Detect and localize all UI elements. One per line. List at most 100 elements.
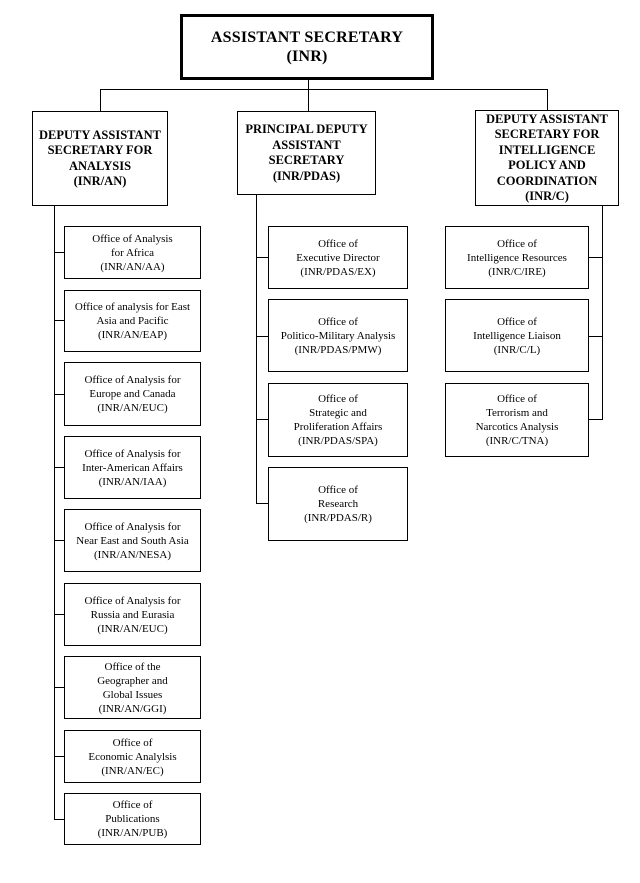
box-title-line: (INR/AN): [73, 174, 127, 188]
office-box: Office of Publications (INR/AN/PUB): [64, 793, 201, 845]
office-line: Office of: [497, 393, 537, 405]
connector-an-tick: [54, 540, 65, 541]
office-line: Strategic and: [309, 407, 367, 419]
box-title-line: SECRETARY: [268, 153, 345, 167]
office-line: (INR/AN/EAP): [97, 329, 168, 341]
office-line: (INR/AN/NESA): [94, 548, 171, 561]
box-title-line: PRINCIPAL DEPUTY: [245, 122, 368, 136]
office-line: Office of: [497, 315, 537, 328]
connector-pdas-tick: [256, 503, 269, 504]
office-box: Office of analysis for East Asia and Pac…: [64, 290, 201, 352]
office-box: Office of Research (INR/PDAS/R): [268, 467, 408, 541]
office-line: (INR/C/L): [493, 343, 541, 356]
connector-an-tick: [54, 687, 65, 688]
office-line: (INR/PDAS/PMW): [294, 343, 382, 356]
office-line: (INR/C/TNA): [485, 435, 549, 447]
office-line: Proliferation Affairs: [293, 421, 383, 433]
office-line: Office of Analysis: [92, 232, 173, 245]
box-title-line: SECRETARY FOR: [47, 143, 153, 157]
box-title-line: SECRETARY FOR: [494, 127, 600, 141]
office-line: Narcotics Analysis: [475, 421, 559, 433]
office-line: Research: [317, 498, 359, 510]
office-line: Executive Director: [296, 251, 380, 264]
office-box: Office of Strategic and Proliferation Af…: [268, 383, 408, 457]
connector-top-bar: [100, 89, 547, 90]
office-line: (INR/PDAS/R): [304, 512, 372, 524]
connector-top-stem: [308, 79, 309, 89]
office-box: Office of Analysis for Europe and Canada…: [64, 362, 201, 426]
office-line: (INR/AN/PUB): [97, 827, 168, 839]
office-line: (INR/AN/IAA): [98, 475, 167, 488]
office-line: Economic Analylsis: [88, 750, 177, 763]
connector-pdas-drop: [308, 89, 309, 111]
office-line: Near East and South Asia: [76, 534, 189, 547]
box-title-line: DEPUTY ASSISTANT: [39, 127, 161, 142]
office-box: Office of Intelligence Resources (INR/C/…: [445, 226, 589, 289]
office-line: (INR/AN/EUC): [97, 622, 168, 635]
office-line: (INR/AN/AA): [100, 260, 165, 273]
office-box: Office of Terrorism and Narcotics Analys…: [445, 383, 589, 457]
deputy-intelligence-policy-box: DEPUTY ASSISTANT SECRETARY FOR INTELLIGE…: [475, 110, 619, 206]
connector-c-tick: [588, 336, 603, 337]
office-line: Office of: [112, 736, 153, 749]
connector-c-drop: [547, 89, 548, 111]
office-line: Europe and Canada: [89, 388, 176, 400]
deputy-analysis-box: DEPUTY ASSISTANT SECRETARY FOR ANALYSIS …: [32, 111, 168, 206]
office-line: Geographer and: [97, 674, 168, 687]
connector-pdas-spine: [256, 194, 257, 503]
box-title-line: ASSISTANT SECRETARY: [210, 29, 404, 46]
connector-c-spine: [602, 205, 603, 419]
assistant-secretary-box: ASSISTANT SECRETARY (INR): [180, 14, 434, 80]
connector-an-tick: [54, 394, 65, 395]
office-box: Office of Intelligence Liaison (INR/C/L): [445, 299, 589, 372]
office-line: (INR/PDAS/SPA): [298, 435, 378, 447]
office-line: Asia and Pacific: [96, 315, 169, 327]
connector-pdas-tick: [256, 419, 269, 420]
principal-deputy-box: PRINCIPAL DEPUTY ASSISTANT SECRETARY (IN…: [237, 111, 376, 195]
connector-an-tick: [54, 320, 65, 321]
box-title-line: POLICY AND: [508, 158, 586, 172]
box-title-line: DEPUTY ASSISTANT: [486, 111, 608, 126]
connector-an-tick: [54, 467, 65, 468]
box-title-line: ANALYSIS: [68, 158, 132, 173]
connector-an-tick: [54, 819, 65, 820]
connector-an-tick: [54, 614, 65, 615]
office-line: Office of Analysis for: [84, 447, 181, 460]
office-line: Russia and Eurasia: [90, 608, 175, 621]
box-title-line: COORDINATION: [496, 173, 598, 188]
office-line: (INR/PDAS/EX): [300, 265, 376, 278]
connector-c-tick: [588, 257, 603, 258]
office-box: Office of Executive Director (INR/PDAS/E…: [268, 226, 408, 289]
connector-pdas-tick: [256, 336, 269, 337]
office-line: Office of: [497, 237, 537, 250]
box-title-line: (INR/C): [525, 189, 569, 203]
office-box: Office of the Geographer and Global Issu…: [64, 656, 201, 719]
connector-an-spine: [54, 205, 55, 819]
office-box: Office of Politico-Military Analysis (IN…: [268, 299, 408, 372]
office-line: Office of: [318, 484, 358, 496]
box-title-line: ASSISTANT: [272, 137, 341, 152]
office-line: Office of Analysis for: [84, 594, 181, 607]
office-line: Office of: [318, 315, 358, 328]
office-line: Office of: [318, 393, 358, 405]
office-line: for Africa: [110, 246, 155, 259]
office-box: Office of Analysis for Inter-American Af…: [64, 436, 201, 499]
office-line: Global Issues: [102, 688, 163, 701]
connector-an-tick: [54, 252, 65, 253]
office-line: (INR/AN/EUC): [97, 402, 168, 414]
office-box: Office of Analysis for Africa (INR/AN/AA…: [64, 226, 201, 279]
box-title-line: INTELLIGENCE: [498, 142, 596, 157]
office-line: Office of analysis for East: [74, 301, 191, 313]
office-line: Office of Analysis for: [84, 520, 181, 533]
connector-an-drop: [100, 89, 101, 112]
office-line: Publications: [105, 813, 160, 825]
office-line: Office of the: [104, 660, 161, 673]
office-box: Office of Analysis for Near East and Sou…: [64, 509, 201, 572]
office-box: Office of Economic Analylsis (INR/AN/EC): [64, 730, 201, 783]
office-line: Office of: [318, 237, 358, 250]
office-line: Terrorism and: [486, 407, 548, 419]
connector-an-tick: [54, 756, 65, 757]
office-line: Politico-Military Analysis: [280, 329, 396, 342]
office-line: (INR/AN/EC): [101, 764, 164, 777]
connector-pdas-tick: [256, 257, 269, 258]
